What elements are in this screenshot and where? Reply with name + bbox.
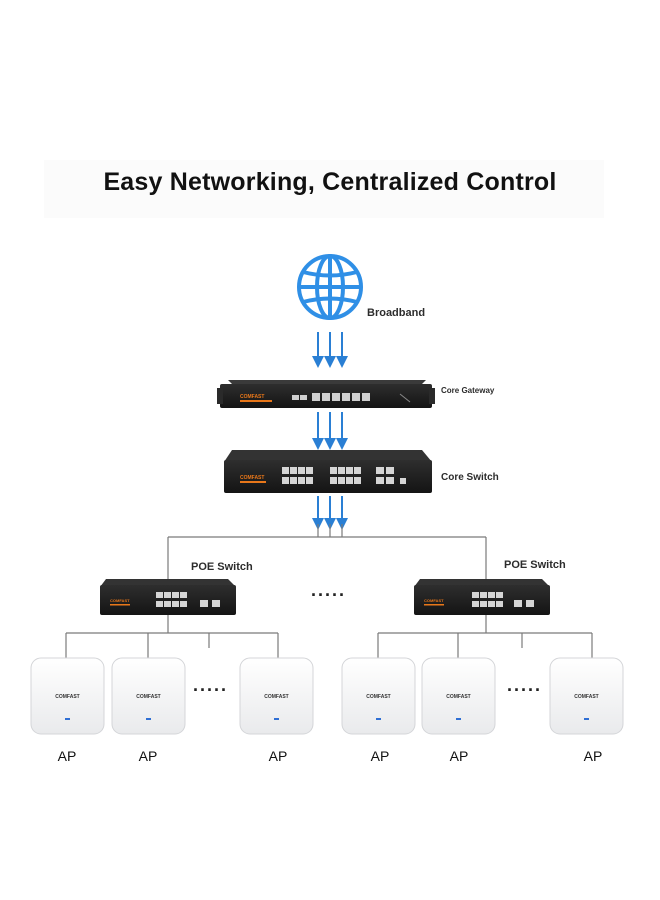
- globe-icon: [297, 254, 363, 320]
- ap-label-5: AP: [449, 748, 469, 764]
- ap-label-1: AP: [57, 748, 77, 764]
- broadband-label: Broadband: [367, 307, 426, 319]
- ap-label-4: AP: [370, 748, 390, 764]
- ap-label-2: AP: [138, 748, 158, 764]
- ap-brand-1: COMFAST: [55, 694, 79, 700]
- core-gateway-label: Core Gateway: [441, 386, 495, 395]
- core-switch-label: Core Switch: [441, 472, 499, 483]
- poe-switch-right-device: COMFAST: [414, 579, 550, 615]
- ap-device-1: COMFAST: [30, 657, 105, 735]
- ap-brand-4: COMFAST: [366, 694, 390, 700]
- ap-device-5: COMFAST: [421, 657, 496, 735]
- arrows-gateway-to-switch: [312, 412, 348, 450]
- ap-device-3: COMFAST: [239, 657, 314, 735]
- ap-brand-3: COMFAST: [264, 694, 288, 700]
- ellipsis-middle: .....: [311, 580, 347, 600]
- ap-brand-5: COMFAST: [446, 694, 470, 700]
- core-switch-brand: COMFAST: [240, 475, 264, 481]
- ap-connector-lines: [65, 615, 593, 658]
- ap-brand-6: COMFAST: [574, 694, 598, 700]
- poe-switch-left-label: POE Switch: [191, 561, 253, 573]
- ap-device-6: COMFAST: [549, 657, 624, 735]
- page-title: Easy Networking, Centralized Control: [103, 168, 557, 196]
- poe-right-brand: COMFAST: [424, 598, 444, 603]
- ellipsis-right-aps: .....: [507, 675, 543, 695]
- ap-label-6: AP: [583, 748, 603, 764]
- distribution-lines: [167, 524, 487, 584]
- title-band: [44, 160, 604, 218]
- poe-switch-right-label: POE Switch: [504, 559, 566, 571]
- core-switch-device: COMFAST: [224, 450, 432, 493]
- ellipsis-left-aps: .....: [193, 675, 229, 695]
- poe-switch-left-device: COMFAST: [100, 579, 236, 615]
- gateway-brand: COMFAST: [240, 394, 264, 400]
- poe-left-brand: COMFAST: [110, 598, 130, 603]
- ap-brand-2: COMFAST: [136, 694, 160, 700]
- arrows-broadband-to-gateway: [312, 332, 348, 368]
- core-gateway-device: COMFAST: [217, 380, 435, 408]
- ap-device-2: COMFAST: [111, 657, 186, 735]
- arrows-switch-to-poe: [312, 496, 348, 530]
- ap-device-4: COMFAST: [341, 657, 416, 735]
- ap-label-3: AP: [268, 748, 288, 764]
